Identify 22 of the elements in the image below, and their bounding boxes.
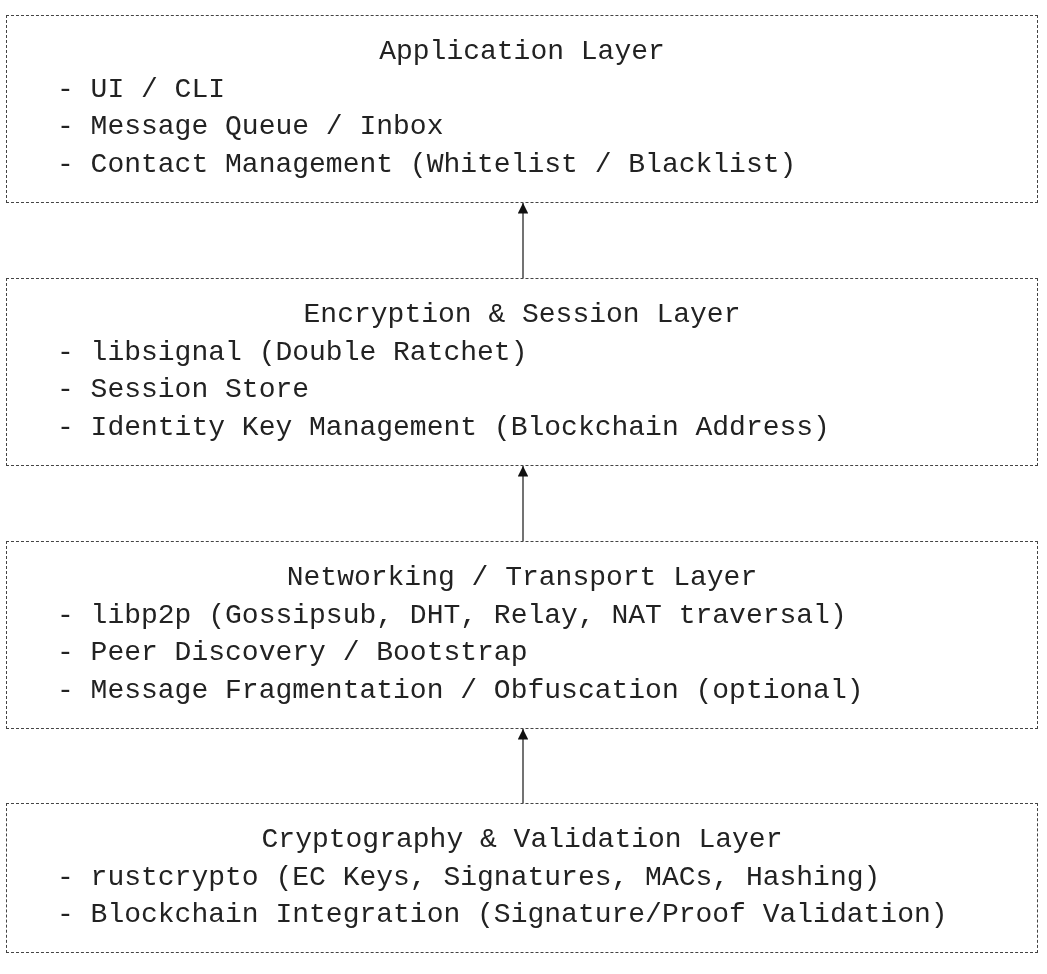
bullet-item: - Identity Key Management (Blockchain Address) bbox=[57, 410, 830, 445]
layer-box bbox=[6, 278, 1038, 466]
bullet-item: - Contact Management (Whitelist / Blacklist) bbox=[57, 147, 797, 182]
bullet-item: - Message Queue / Inbox bbox=[57, 110, 444, 144]
layer-box bbox=[6, 15, 1038, 203]
arrow bbox=[517, 202, 529, 279]
bullet-item: - Peer Discovery / Bootstrap bbox=[57, 636, 528, 670]
layer-title: Cryptography & Validation Layer bbox=[261, 823, 783, 857]
bullet-item: - rustcrypto (EC Keys, Signatures, MACs, Hashing) bbox=[57, 860, 881, 895]
bullet-item: - libsignal (Double Ratchet) bbox=[57, 335, 528, 370]
layer-title: Networking / Transport Layer bbox=[286, 561, 758, 595]
bullet-item: - UI / CLI bbox=[57, 72, 226, 107]
bullet-item: - Message Fragmentation / Obfuscation (optional) bbox=[57, 673, 864, 708]
layer-title: Encryption & Session Layer bbox=[303, 298, 741, 332]
arrow bbox=[517, 728, 529, 804]
arrow bbox=[517, 465, 529, 542]
layer-box bbox=[6, 541, 1038, 729]
layer-title: Application Layer bbox=[379, 35, 665, 69]
layer-box bbox=[6, 803, 1038, 953]
bullet-item: - Session Store bbox=[57, 373, 310, 407]
bullet-item: - Blockchain Integration (Signature/Proof Validation) bbox=[57, 898, 948, 932]
bullet-item: - libp2p (Gossipsub, DHT, Relay, NAT traversal) bbox=[57, 598, 847, 633]
